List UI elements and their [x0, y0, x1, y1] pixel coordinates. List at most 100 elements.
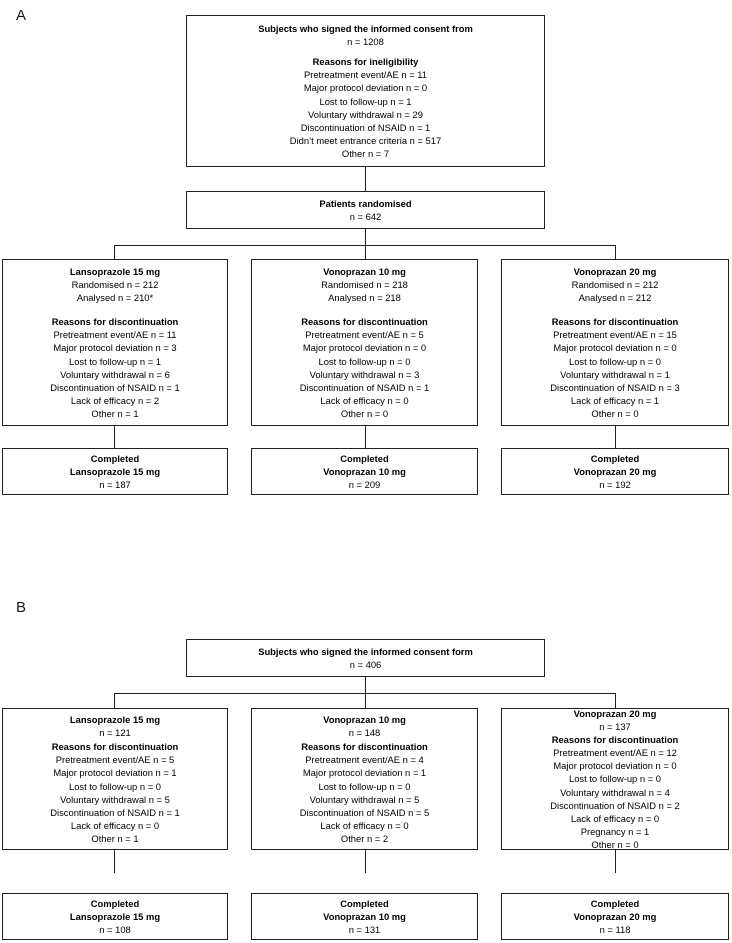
arm-reasons-title: Reasons for discontinuation — [51, 316, 179, 328]
reason-item: Pretreatment event/AE n = 5 — [305, 329, 424, 341]
reason-item: Voluntary withdrawal n = 29 — [308, 108, 423, 120]
reason-item: Pretreatment event/AE n = 11 — [303, 69, 428, 81]
reason-item: Lack of efficacy n = 1 — [570, 394, 660, 406]
reason-item: Voluntary withdrawal n = 1 — [560, 368, 670, 380]
completed-count: n = 131 — [348, 924, 381, 936]
panel-b-enrollment-box: Subjects who signed the informed consent… — [186, 639, 545, 677]
panel-b-completed-vonoprazan-20mg: Completed Vonoprazan 20 mg n = 118 — [501, 893, 729, 940]
arm-title: Vonoprazan 10 mg — [323, 714, 406, 725]
reason-item: Other n = 1 — [91, 407, 139, 419]
spacer — [9, 304, 221, 315]
arm-reasons-title: Reasons for discontinuation — [551, 734, 679, 746]
connector-drop-left — [114, 245, 116, 260]
arm-randomised: Randomised n = 212 — [71, 279, 159, 291]
reason-item: Lost to follow-up n = 0 — [318, 780, 411, 792]
arm-count: n = 148 — [348, 727, 381, 739]
completed-count: n = 187 — [99, 479, 131, 491]
connector-arm1-to-completed — [114, 850, 116, 873]
completed-count: n = 118 — [599, 924, 631, 936]
connector-drop-middle — [365, 245, 367, 260]
arm-reasons-title: Reasons for discontinuation — [301, 316, 428, 328]
panel-label-a: A — [16, 7, 27, 24]
arm-title: Lansoprazole 15 mg — [69, 265, 161, 277]
reason-item: Pretreatment event/AE n = 12 — [553, 747, 677, 759]
spacer — [508, 304, 722, 315]
enrollment-reasons-title: Reasons for ineligibility — [312, 56, 419, 68]
completed-label: Completed — [590, 897, 640, 909]
reason-item: Discontinuation of NSAID n = 2 — [550, 799, 680, 811]
reason-item: Pretreatment event/AE n = 5 — [55, 754, 175, 766]
randomised-title: Patients randomised — [319, 197, 412, 209]
connector-arm1-to-completed — [114, 426, 116, 448]
panel-b-completed-lansoprazole-15mg: Completed Lansoprazole 15 mg n = 108 — [2, 893, 228, 940]
panel-a-enrollment-box: Subjects who signed the informed consent… — [186, 15, 545, 167]
arm-title: Vonoprazan 10 mg — [323, 265, 406, 277]
completed-label: Completed — [90, 897, 140, 909]
enrollment-reasons-list: Pretreatment event/AE n = 11 Major proto… — [195, 68, 536, 160]
completed-label: Completed — [590, 452, 640, 464]
reason-item: Lost to follow-up n = 0 — [69, 780, 161, 792]
reason-item: Major protocol deviation n = 1 — [53, 767, 177, 779]
reason-item: Discontinuation of NSAID n = 3 — [550, 381, 680, 393]
reason-item: Pretreatment event/AE n = 4 — [305, 754, 424, 766]
panel-a-randomised-box: Patients randomised n = 642 — [186, 191, 545, 229]
reason-item: Major protocol deviation n = 0 — [303, 82, 428, 94]
enrollment-count: n = 406 — [349, 659, 382, 670]
reason-item: Discontinuation of NSAID n = 1 — [299, 381, 430, 393]
reason-item: Lost to follow-up n = 0 — [569, 773, 661, 785]
enrollment-title: Subjects who signed the informed consent… — [258, 645, 473, 657]
spacer — [195, 48, 536, 55]
reason-item: Discontinuation of NSAID n = 1 — [50, 806, 180, 818]
reason-item: Lack of efficacy n = 2 — [70, 394, 160, 406]
completed-drug: Vonoprazan 20 mg — [573, 910, 657, 922]
reason-item: Pretreatment event/AE n = 15 — [553, 329, 677, 341]
reason-item: Voluntary withdrawal n = 5 — [309, 793, 420, 805]
connector-drop-left — [114, 693, 116, 709]
arm-reasons-list: Pretreatment event/AE n = 11 Major proto… — [9, 328, 221, 420]
connector-drop-right — [615, 693, 617, 709]
reason-item: Lack of efficacy n = 0 — [320, 394, 409, 406]
reason-item: Discontinuation of NSAID n = 5 — [299, 806, 430, 818]
arm-title: Lansoprazole 15 mg — [69, 714, 161, 725]
panel-a-completed-vonoprazan-10mg: Completed Vonoprazan 10 mg n = 209 — [251, 448, 478, 495]
completed-count: n = 209 — [348, 479, 381, 491]
reason-item: Voluntary withdrawal n = 4 — [560, 786, 670, 798]
panel-a-completed-vonoprazan-20mg: Completed Vonoprazan 20 mg n = 192 — [501, 448, 729, 495]
arm-count: n = 121 — [99, 727, 131, 739]
reason-item: Major protocol deviation n = 3 — [53, 342, 177, 354]
completed-drug: Vonoprazan 20 mg — [573, 465, 657, 477]
arm-title: Vonoprazan 20 mg — [573, 707, 657, 719]
arm-count: n = 137 — [599, 721, 631, 733]
connector-arm2-to-completed — [365, 426, 367, 448]
arm-reasons-list: Pretreatment event/AE n = 4 Major protoc… — [258, 753, 471, 845]
reason-item: Discontinuation of NSAID n = 1 — [300, 121, 431, 133]
reason-item: Lost to follow-up n = 0 — [318, 355, 411, 367]
connector-arm2-to-completed — [365, 850, 367, 873]
arm-randomised: Randomised n = 212 — [571, 279, 659, 291]
reason-item: Pretreatment event/AE n = 11 — [53, 329, 177, 341]
reason-item: Lack of efficacy n = 0 — [320, 819, 409, 831]
reason-item: Lost to follow-up n = 0 — [569, 355, 661, 367]
completed-label: Completed — [340, 452, 389, 464]
arm-analysed: Analysed n = 218 — [328, 292, 401, 304]
reason-item: Lost to follow-up n = 1 — [69, 355, 161, 367]
reason-item: Voluntary withdrawal n = 3 — [309, 368, 420, 380]
reason-item: Lack of efficacy n = 0 — [570, 812, 660, 824]
completed-drug: Vonoprazan 10 mg — [323, 465, 406, 477]
arm-randomised: Randomised n = 218 — [321, 279, 408, 291]
reason-item: Voluntary withdrawal n = 5 — [60, 793, 170, 805]
connector-enrollment-stem — [365, 677, 367, 699]
enrollment-count: n = 1208 — [347, 36, 384, 48]
reason-item: Lack of efficacy n = 0 — [70, 819, 160, 831]
arm-reasons-list: Pretreatment event/AE n = 5 Major protoc… — [258, 328, 471, 420]
reason-item: Major protocol deviation n = 0 — [553, 760, 677, 772]
reason-item: Didn’t meet entrance criteria n = 517 — [289, 134, 442, 146]
panel-b-completed-vonoprazan-10mg: Completed Vonoprazan 10 mg n = 131 — [251, 893, 478, 940]
arm-reasons-list: Pretreatment event/AE n = 5 Major protoc… — [9, 753, 221, 845]
randomised-count: n = 642 — [349, 211, 382, 222]
panel-a-arm-lansoprazole-15mg: Lansoprazole 15 mg Randomised n = 212 An… — [2, 259, 228, 426]
connector-drop-middle — [365, 693, 367, 709]
connector-arm3-to-completed — [615, 850, 617, 873]
completed-count: n = 108 — [99, 924, 131, 936]
arm-reasons-title: Reasons for discontinuation — [551, 316, 679, 328]
